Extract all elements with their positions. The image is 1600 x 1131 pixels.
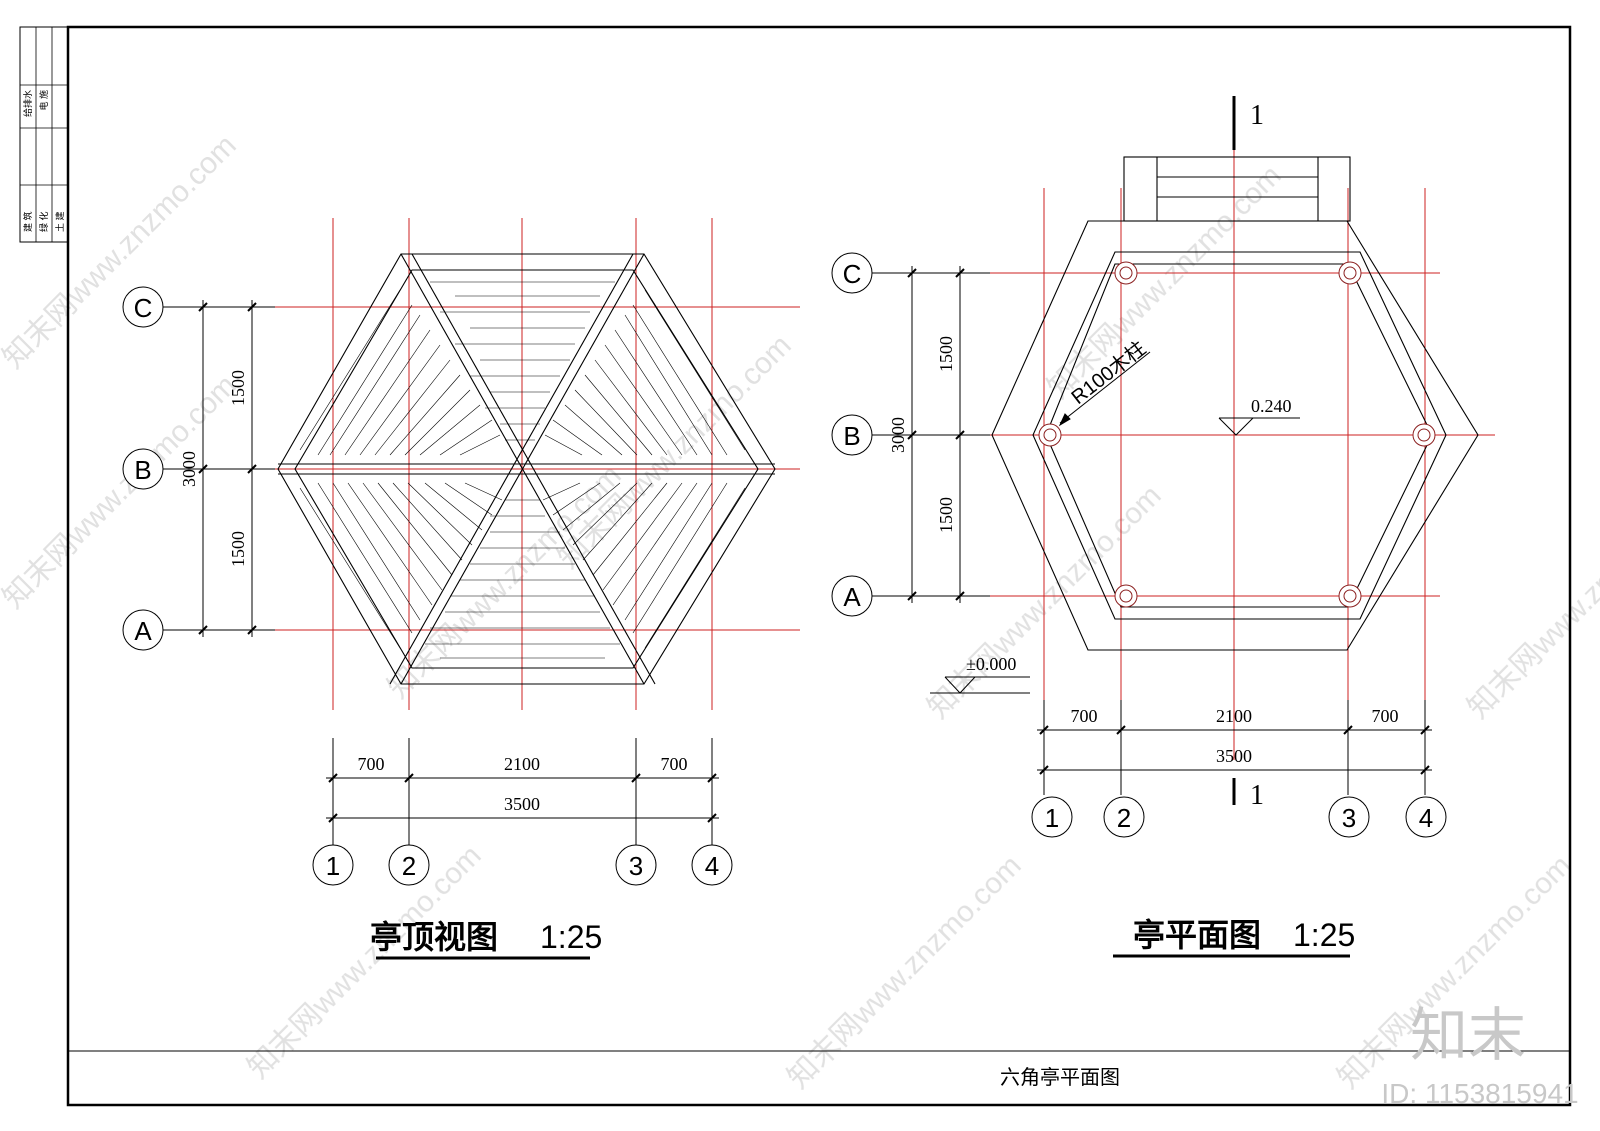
- roof-dim-middle: 2100: [504, 754, 540, 774]
- grid-label: A: [134, 616, 152, 646]
- grid-label: A: [843, 582, 861, 612]
- sheet-frame: [19, 25, 1572, 1107]
- watermark-text: 知末网www.znzmo.com: [0, 369, 243, 615]
- plan-grid-lines: [990, 140, 1495, 760]
- plan-dim-total: 3000: [888, 417, 908, 453]
- roof-hatching: [299, 281, 746, 659]
- plan-view: R100木柱 0.240 ±0.000 1 1: [831, 96, 1495, 958]
- grid-label: 1: [326, 851, 340, 881]
- roof-dim-left: 700: [358, 754, 385, 774]
- roof-col-bubbles: [312, 844, 733, 886]
- grid-label: 3: [629, 851, 643, 881]
- column: [1119, 266, 1133, 280]
- plan-view-title: 亭平面图: [1133, 917, 1261, 953]
- grid-bubble-3: [615, 844, 657, 886]
- title-block-label: 建 筑: [22, 211, 33, 232]
- roof-view-scale: 1:25: [540, 919, 602, 955]
- roof-horizontal-dimension: [326, 738, 719, 845]
- section-mark-bottom: 1: [1250, 780, 1264, 811]
- grid-bubble-4: [691, 844, 733, 886]
- column: [1119, 589, 1133, 603]
- title-block-labels: 给排水 电 施 建 筑 绿 化 土 建: [22, 90, 65, 232]
- title-block-label: 绿 化: [38, 211, 49, 232]
- title-block-label: 土 建: [54, 211, 65, 232]
- watermark-text: 知末网www.znzmo.com: [552, 329, 798, 575]
- plan-dim-upper: 1500: [936, 336, 956, 372]
- plan-dim-total-horizontal: 3500: [1216, 746, 1252, 766]
- roof-dim-upper: 1500: [228, 370, 248, 406]
- grid-bubble-4: [1405, 796, 1447, 838]
- column: [1343, 266, 1357, 280]
- column-note-leader: [1058, 351, 1151, 427]
- watermark-text: 知末网www.znzmo.com: [782, 849, 1028, 1095]
- roof-dim-lower: 1500: [228, 531, 248, 567]
- roof-row-bubbles: [122, 286, 185, 651]
- ground-level: ±0.000: [966, 654, 1016, 674]
- watermark-brand: 知末: [1410, 1003, 1526, 1068]
- grid-label: 4: [1419, 803, 1433, 833]
- plan-horizontal-dimension: [1037, 700, 1432, 795]
- plan-dim-middle: 2100: [1216, 706, 1252, 726]
- grid-label: 2: [402, 851, 416, 881]
- column: [1417, 428, 1431, 442]
- grid-label: 1: [1045, 803, 1059, 833]
- grid-label: C: [843, 259, 862, 289]
- plan-view-scale: 1:25: [1293, 917, 1355, 953]
- plan-columns: [1038, 261, 1436, 608]
- watermark-text: 知末网www.znzmo.com: [0, 129, 243, 375]
- watermark-text: 知末网www.znzmo.com: [1462, 479, 1600, 725]
- grid-label: B: [843, 421, 860, 451]
- title-block-label: 给排水: [22, 90, 33, 117]
- grid-bubble-2: [1103, 796, 1145, 838]
- watermark-text: 知末网www.znzmo.com: [242, 839, 488, 1085]
- grid-label: 3: [1342, 803, 1356, 833]
- plan-dim-lower: 1500: [936, 497, 956, 533]
- drawing-name: 六角亭平面图: [1000, 1066, 1120, 1089]
- plan-vertical-dimension: [892, 266, 990, 603]
- grid-label: 4: [705, 851, 719, 881]
- grid-label: B: [134, 455, 151, 485]
- grid-label: 2: [1117, 803, 1131, 833]
- roof-dim-right: 700: [661, 754, 688, 774]
- roof-vertical-dimension: [185, 300, 275, 637]
- section-mark-top: 1: [1250, 100, 1264, 131]
- roof-view-title: 亭顶视图: [370, 919, 498, 955]
- grid-bubble-3: [1328, 796, 1370, 838]
- column: [1343, 589, 1357, 603]
- plan-col-bubbles: [1031, 796, 1447, 838]
- grid-bubble-1: [1031, 796, 1073, 838]
- roof-dim-total: 3000: [179, 451, 199, 487]
- grid-bubble-1: [312, 844, 354, 886]
- column: [1043, 428, 1057, 442]
- plan-dim-right: 700: [1372, 706, 1399, 726]
- watermark-id: ID: 1153815941: [1381, 1078, 1578, 1109]
- ground-level-marker: [930, 676, 1030, 694]
- plan-row-bubbles: [831, 252, 892, 617]
- watermark-text: 知末网www.znzmo.com: [1042, 159, 1288, 405]
- title-block-label: 电 施: [38, 90, 49, 111]
- roof-view: 3000 1500 1500 C B A: [122, 218, 800, 960]
- floor-level-marker: [1218, 417, 1300, 436]
- grid-label: C: [134, 293, 153, 323]
- plan-dim-left: 700: [1071, 706, 1098, 726]
- roof-dim-total-horizontal: 3500: [504, 794, 540, 814]
- floor-level: 0.240: [1251, 396, 1292, 416]
- grid-bubble-2: [388, 844, 430, 886]
- roof-outline: [277, 253, 776, 685]
